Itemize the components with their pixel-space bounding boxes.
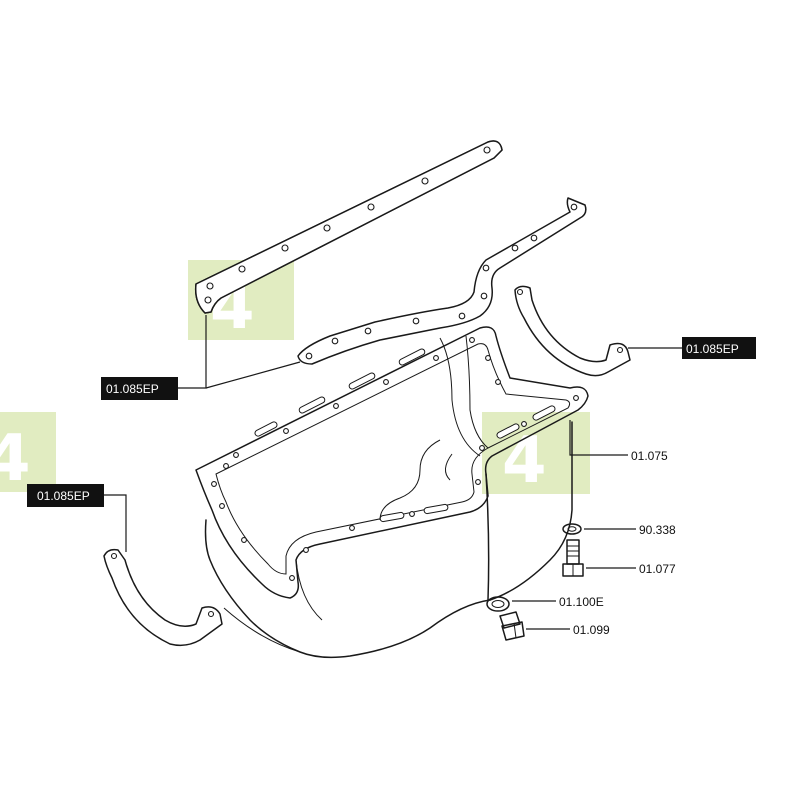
label-gasket-left: 01.085EP — [101, 377, 178, 400]
svg-text:01.077: 01.077 — [639, 562, 676, 576]
label-washer: 90.338 — [639, 523, 676, 537]
side-gasket-lower — [297, 197, 587, 365]
label-seal-left: 01.085EP — [27, 484, 104, 507]
end-seal-left — [103, 548, 223, 647]
bolt — [562, 539, 584, 577]
label-seal-right: 01.085EP — [682, 337, 756, 359]
watermark-logo-2: 4 — [0, 412, 56, 496]
svg-text:01.085EP: 01.085EP — [37, 489, 90, 503]
label-drain-washer: 01.100E — [559, 595, 604, 609]
side-gasket-lower-holes — [305, 203, 578, 360]
label-bolt: 01.077 — [639, 562, 676, 576]
svg-text:01.100E: 01.100E — [559, 595, 604, 609]
leader-lines — [104, 315, 682, 630]
label-drain-plug: 01.099 — [573, 623, 610, 637]
svg-text:01.075: 01.075 — [631, 449, 668, 463]
svg-text:4: 4 — [502, 424, 547, 498]
drain-plug — [499, 611, 525, 641]
svg-text:01.085EP: 01.085EP — [686, 342, 739, 356]
oil-pan-flange-slots — [211, 337, 579, 581]
side-gasket-upper — [194, 140, 503, 314]
svg-text:01.099: 01.099 — [573, 623, 610, 637]
oil-pan — [195, 326, 589, 659]
svg-text:90.338: 90.338 — [639, 523, 676, 537]
svg-text:4: 4 — [0, 422, 31, 496]
end-seal-right — [514, 285, 631, 377]
svg-text:01.085EP: 01.085EP — [106, 382, 159, 396]
label-oil-pan: 01.075 — [631, 449, 668, 463]
side-gasket-upper-holes — [204, 146, 491, 304]
lock-washer — [562, 523, 582, 535]
drain-plug-washer — [486, 596, 510, 612]
